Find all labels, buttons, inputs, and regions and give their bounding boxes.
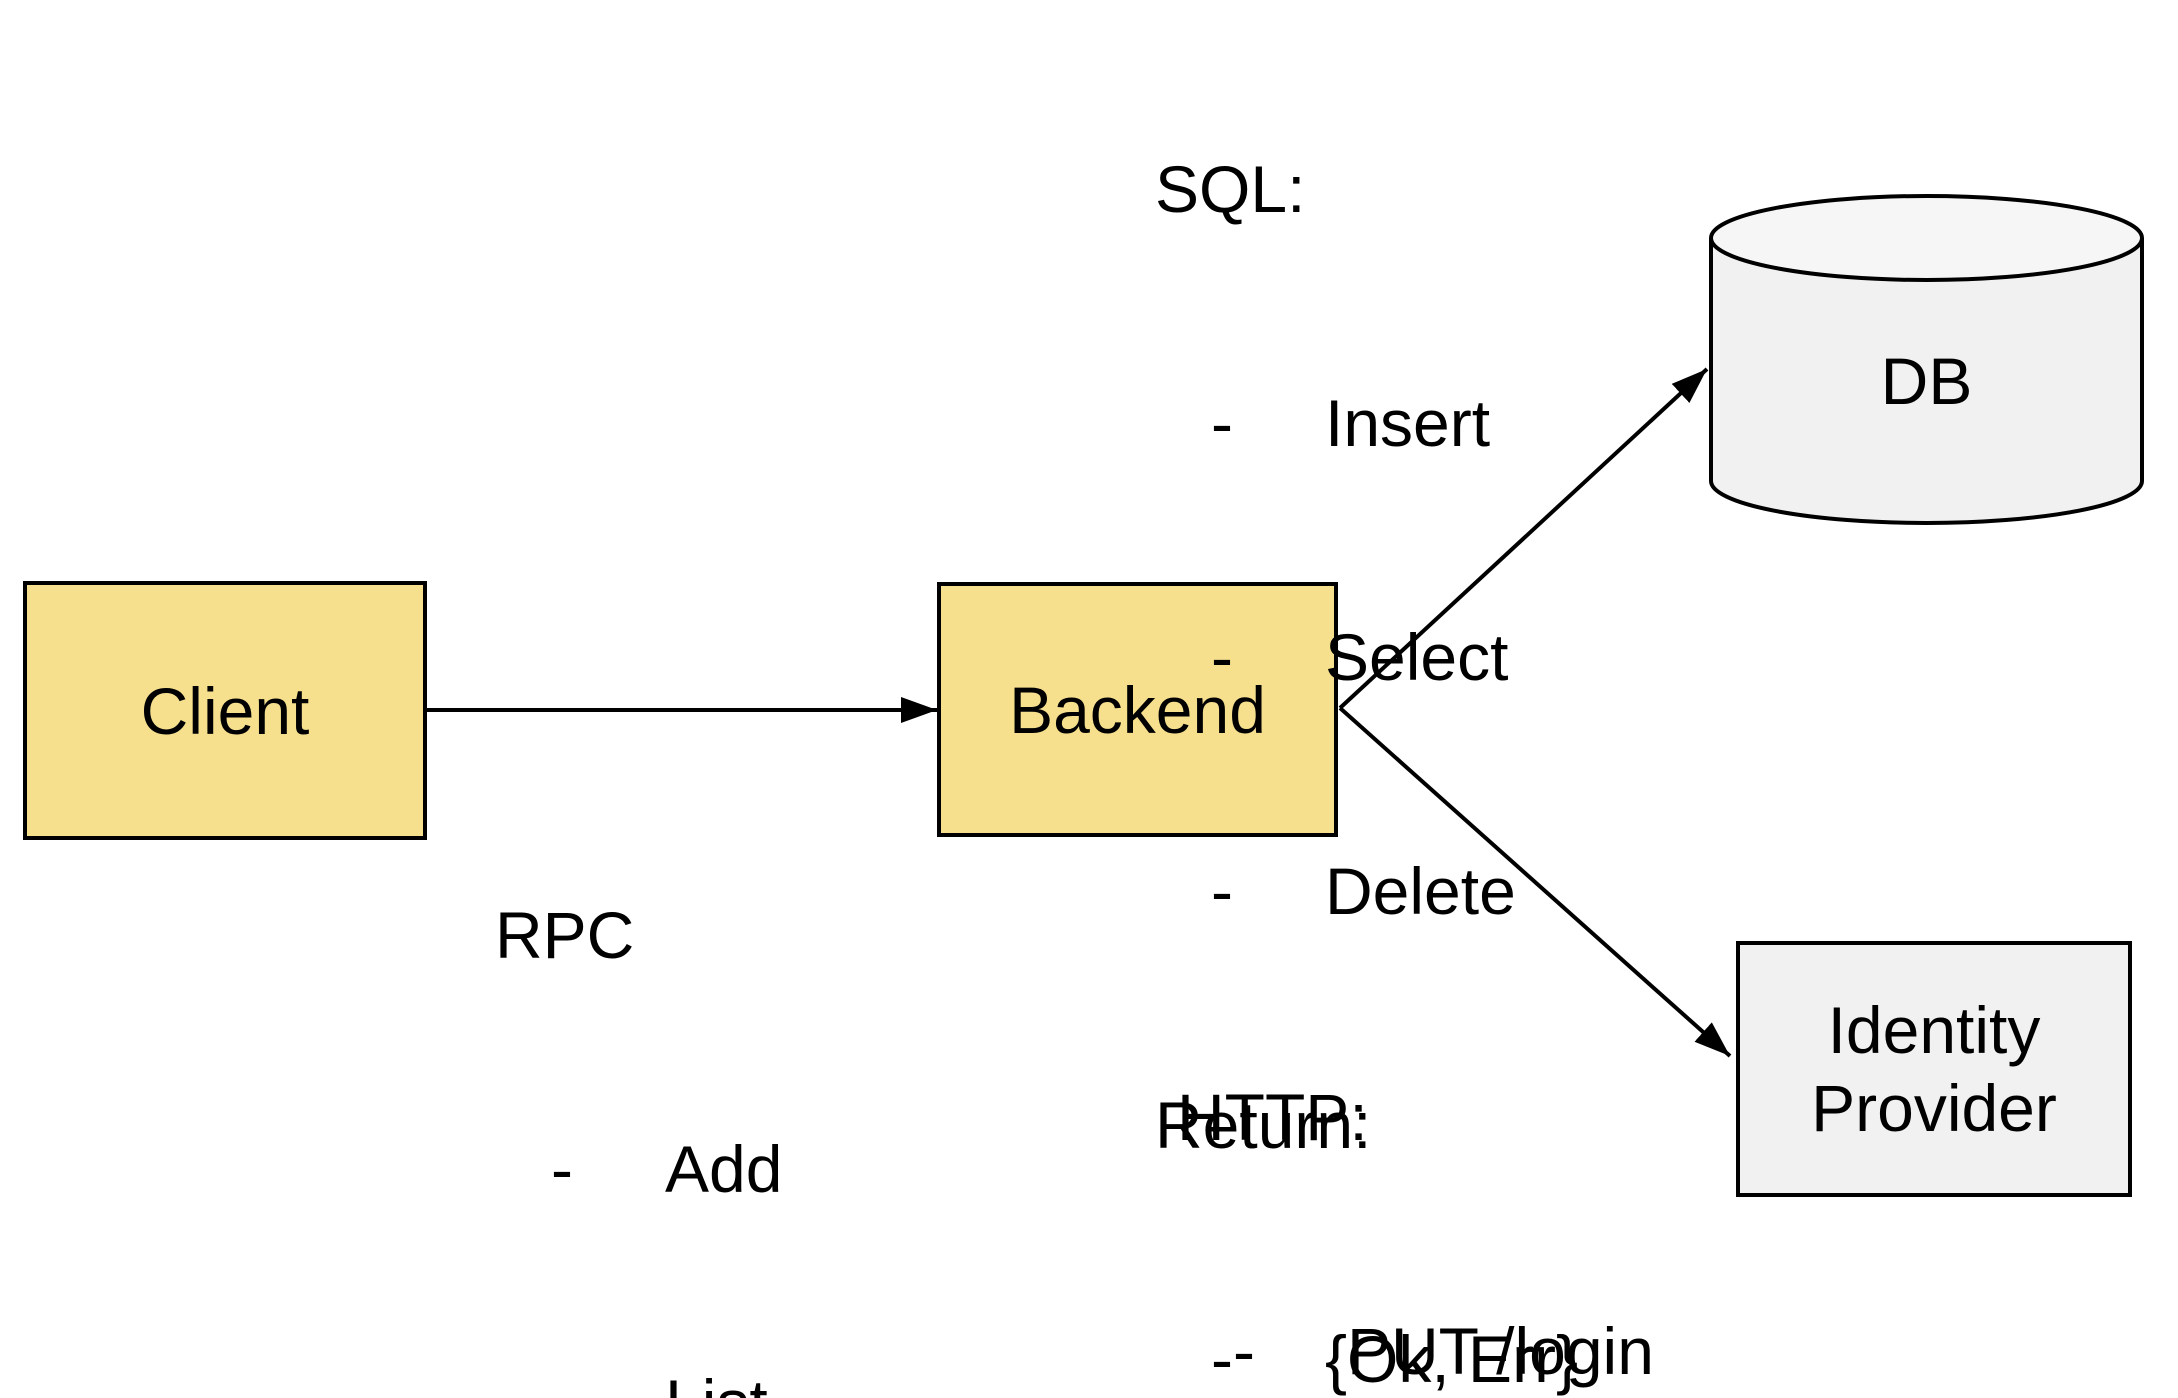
bullet-dash: - [1233, 1314, 1255, 1388]
sql-heading: SQL: [1155, 152, 1306, 226]
rpc-item: -List [495, 1364, 906, 1398]
sql-return-item: -{Ok, Err} [1211, 1322, 1579, 1396]
bullet-dash: - [1211, 1322, 1233, 1396]
identity-provider-label-line2: Provider [1811, 1071, 2057, 1145]
bullet-dash: - [1211, 620, 1233, 694]
edge-backend-to-db[interactable] [1338, 367, 1709, 710]
sql-item: -Delete [1211, 854, 1516, 928]
http-item: -PUT /login [1233, 1314, 1654, 1388]
sql-item: -Select [1211, 620, 1509, 694]
sql-item: -Insert [1211, 386, 1491, 460]
rpc-item: -Add [551, 1132, 783, 1206]
bullet-dash: - [1211, 854, 1233, 928]
http-heading: HTTP: [1177, 1080, 1368, 1154]
client-node-label: Client [140, 673, 310, 748]
http-annotation-block[interactable]: HTTP: -PUT /login Return codes: -200 Ok … [1177, 922, 1868, 1398]
db-cylinder-top [1709, 194, 2144, 282]
client-node[interactable]: Client [23, 581, 427, 840]
bullet-dash: - [551, 1132, 573, 1206]
edge-backend-to-identity-provider[interactable] [1338, 706, 1732, 1058]
identity-provider-label-line1: Identity [1827, 993, 2041, 1067]
db-cylinder-shape[interactable] [1709, 194, 2144, 525]
db-node-label[interactable]: DB [1880, 343, 1973, 418]
sql-annotation-block[interactable]: SQL: -Insert -Select -Delete Return: -{O… [1155, 0, 1578, 1398]
rpc-annotation-block[interactable]: RPC -Add -List -Delete Return codes: -0:… [495, 740, 906, 1398]
bullet-dash: - [1211, 386, 1233, 460]
rpc-heading: RPC [495, 898, 635, 972]
backend-node-label: Backend [1009, 672, 1266, 747]
sql-return-heading: Return: [1155, 1088, 1372, 1162]
backend-node[interactable]: Backend [937, 582, 1338, 837]
bullet-dash: - [551, 1364, 665, 1398]
identity-provider-node[interactable]: Identity Provider [1736, 941, 2132, 1197]
